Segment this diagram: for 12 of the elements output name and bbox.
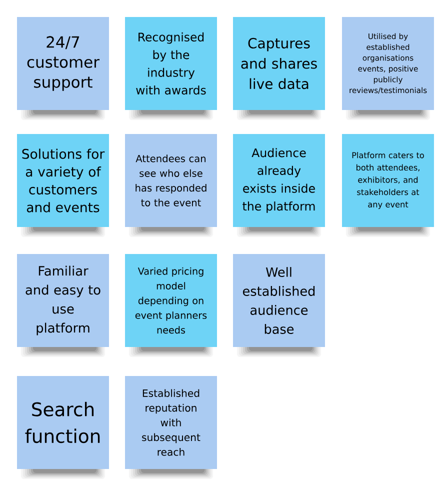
sticky-note: Captures and shares live data — [233, 17, 325, 120]
sticky-note: Search function — [17, 376, 109, 479]
sticky-note: Well established audience base — [233, 254, 325, 357]
sticky-note: Audience already exists inside the platform — [233, 134, 325, 237]
sticky-note: Established reputation with subsequent reach — [125, 376, 217, 479]
sticky-note: 24/7 customer support — [17, 17, 109, 120]
sticky-note: Varied pricing model depending on event planners needs — [125, 254, 217, 357]
sticky-note: Familiar and easy to use platform — [17, 254, 109, 357]
sticky-note: Recognised by the industry with awards — [125, 17, 217, 120]
sticky-note: Platform caters to both attendees, exhibitors, and stakeholders at any event — [342, 134, 434, 237]
sticky-note: Solutions for a variety of customers and events — [17, 134, 109, 237]
sticky-note: Attendees can see who else has responded to the event — [125, 134, 217, 237]
